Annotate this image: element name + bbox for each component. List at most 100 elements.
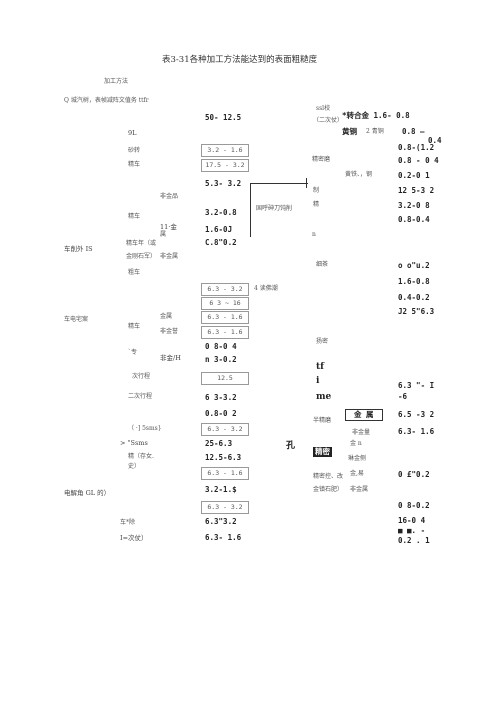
right-text: 0.8 — <box>402 127 425 136</box>
left-text: 精车年（或 <box>126 240 157 247</box>
right-text: o o"u.2 <box>398 261 430 270</box>
left-text: 电解角 GL 的） <box>64 489 111 497</box>
left-text: 砂转 <box>128 147 141 154</box>
right-text: 精密 <box>313 447 332 457</box>
left-text: 属 <box>160 231 167 238</box>
left-text: 非金/H <box>160 354 181 362</box>
left-text: 史） <box>128 463 141 470</box>
right-text: 12 5-3 2 <box>398 186 435 195</box>
value-text: 6.3"3.2 <box>205 517 237 526</box>
left-text: I=次仗） <box>120 534 148 542</box>
right-text: 0.8-0.4 <box>398 215 430 224</box>
value-text: C.8"0.2 <box>205 238 237 247</box>
left-text: 11·金 <box>160 223 177 231</box>
method-header: 加工方法 <box>104 78 129 85</box>
right-text: -6 <box>398 392 408 401</box>
value-box: 3.2 - 1.6 <box>201 144 249 157</box>
right-text: 6.3 "- I <box>398 381 435 390</box>
value-text: 25-6.3 <box>205 439 233 448</box>
right-text: 黄铁、，钢 <box>345 171 373 178</box>
left-text: 车削外 IS <box>64 245 93 253</box>
left-text: 粗车 <box>128 269 141 276</box>
left-text: 车电宅案 <box>64 316 89 323</box>
left-text: 金刚石军） <box>126 253 157 260</box>
right-text: 黄铜 <box>342 127 357 136</box>
right-text: 3.2-0 8 <box>398 201 430 210</box>
right-text: 0 8-0.2 <box>398 501 430 510</box>
page-title: 表3-31各种加工方法能达到的表面粗糙度 <box>162 55 318 65</box>
left-text: 精车 <box>128 161 141 168</box>
left-text: 金属 <box>160 313 173 320</box>
right-text: ■ ■. - <box>398 526 426 535</box>
right-text: 半精磨 <box>313 417 332 424</box>
right-text: 16-0 4 <box>398 516 426 525</box>
value-box: 12.5 <box>201 372 249 385</box>
right-text: 精 <box>313 201 320 208</box>
right-text: 扬密 <box>316 338 329 345</box>
right-text: 精密磨 <box>312 156 331 163</box>
right-text: 非金属 <box>350 486 369 493</box>
right-text: 6.5 -3 2 <box>398 410 435 419</box>
value-box: 6.3 - 3.2 <box>201 283 249 296</box>
center-text: 国呼砷刀饨削 <box>256 205 293 212</box>
right-text: 0.2 . 1 <box>398 536 430 545</box>
right-text: 金镇石肥） <box>313 486 344 493</box>
ra-header: Q 城汽树，表帧减阵文值务 ttfr <box>64 97 149 104</box>
right-text: 琳金侧 <box>348 455 367 462</box>
right-text: 0.4-0.2 <box>398 293 430 302</box>
value-box: 6.3 - 1.6 <box>201 467 249 480</box>
value-box: 17.5 - 3.2 <box>201 159 249 172</box>
value-text: 6.3- 1.6 <box>205 533 242 542</box>
value-text: 1.6-0J <box>205 225 233 234</box>
left-text: `专 <box>128 349 138 356</box>
right-text: 0.2-0 1 <box>398 171 430 180</box>
value-box: 6.3 - 1.6 <box>201 326 249 339</box>
value-text: 4 读佛潮 <box>254 285 278 292</box>
table-rule <box>306 178 307 188</box>
value-box: 6 3 ~ 16 <box>201 297 249 310</box>
value-box: 6.3 - 1.6 <box>201 311 249 324</box>
value-text: 50- 12.5 <box>205 113 242 122</box>
right-text: 2 青铜 <box>366 128 384 135</box>
value-text: 3.2-1.$ <box>205 485 237 494</box>
left-text: 次行程 <box>132 373 151 380</box>
right-text: 金,易 <box>350 470 364 477</box>
value-text: 0.8-0 2 <box>205 409 237 418</box>
right-text: 6.3- 1.6 <box>398 427 435 436</box>
right-text: ssl校 <box>316 105 331 112</box>
value-text: 12.5-6.3 <box>205 453 242 462</box>
table-rule <box>250 183 251 237</box>
value-text: 5.3- 3.2 <box>205 179 242 188</box>
right-text: n <box>312 231 316 238</box>
left-text: （ ·] 5sms} <box>128 425 162 432</box>
left-text: 非金属 <box>160 253 179 260</box>
value-box: 6.3 - 3.2 <box>201 501 249 514</box>
right-text: 0.8 - 0 4 <box>398 156 439 165</box>
left-text: 非金誉 <box>160 328 179 335</box>
left-text: > "Ssms <box>120 439 148 447</box>
value-text: 3.2-0.8 <box>205 208 237 217</box>
left-text: 非金品 <box>160 193 179 200</box>
right-text: 精密控、改 <box>313 473 344 480</box>
value-text: n 3-0.2 <box>205 355 237 364</box>
right-text: J2 5"6.3 <box>398 307 435 316</box>
value-text: 0 8-0 4 <box>205 342 237 351</box>
right-text: 0.4 <box>428 136 442 145</box>
left-text: 车*除 <box>120 519 136 526</box>
left-text: 二次行程 <box>128 393 153 400</box>
left-text: 精车 <box>128 323 141 330</box>
right-text: 制 <box>313 187 320 194</box>
right-text: 非金量 <box>352 429 371 436</box>
right-text: 细茶 <box>316 261 329 268</box>
right-text: 金 属 <box>345 409 383 421</box>
right-text: 0.8-(1.2 <box>398 143 435 152</box>
right-text: 0 £"0.2 <box>398 470 430 479</box>
left-text: 9L <box>128 129 137 137</box>
right-text: 1.6-0.8 <box>398 277 430 286</box>
left-text: 精（存女. <box>128 453 154 460</box>
right-text: tf <box>316 362 325 372</box>
center-text: 孔 <box>286 441 296 451</box>
value-text: 6 3-3.2 <box>205 393 237 402</box>
right-text: *转合金 1.6- 0.8 <box>342 111 410 120</box>
right-text: me <box>316 392 332 402</box>
